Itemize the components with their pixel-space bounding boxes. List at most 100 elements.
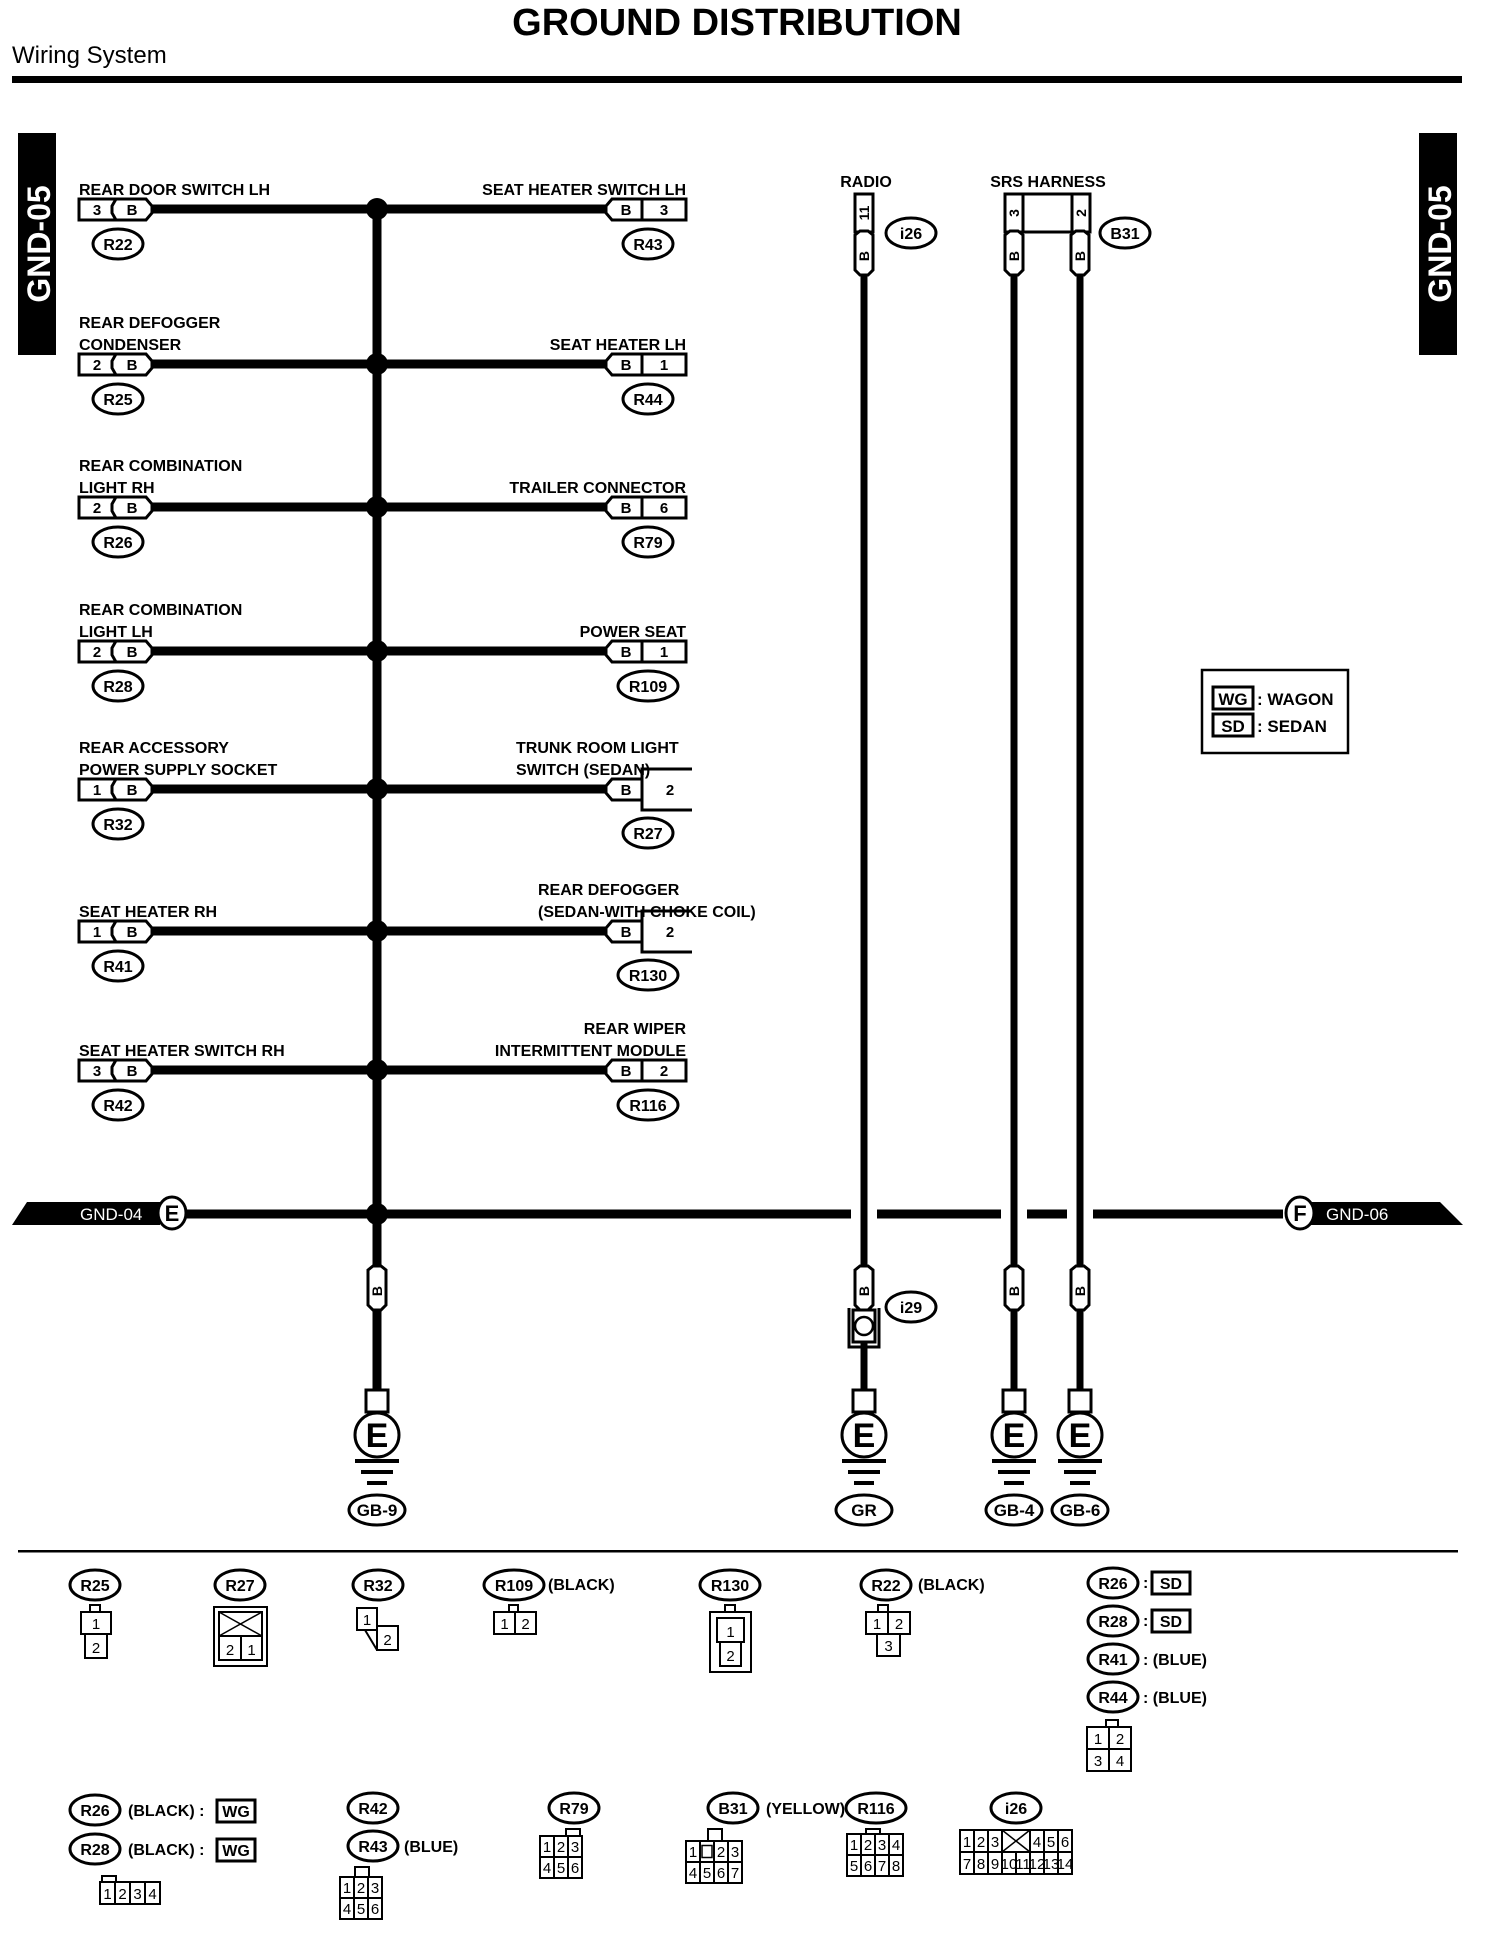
earth-line	[992, 1459, 1036, 1463]
pin-number: 2	[666, 924, 674, 941]
connector-id: R28	[68, 1832, 122, 1866]
pin-number: 5	[1047, 1834, 1055, 1851]
pin-number: 10	[1001, 1856, 1018, 1873]
variant-badge-label: SD	[1160, 1576, 1182, 1593]
component-name: SRS HARNESS	[990, 174, 1106, 191]
connector-id: R79	[547, 1791, 601, 1825]
page-tab-right: GND-05	[1419, 133, 1458, 355]
header-rule	[12, 76, 1462, 83]
pin-number: 2	[717, 1844, 725, 1861]
pin-cell	[367, 1897, 383, 1920]
pin-box	[640, 352, 688, 377]
connector-id: R26	[91, 525, 145, 559]
bus-ref-right: GND-06F	[1284, 1195, 1463, 1231]
connector-id-ellipse	[859, 1568, 913, 1602]
pin-number: 6	[660, 500, 668, 517]
ground-marker-circle	[1056, 1411, 1104, 1459]
pin-number: 3	[571, 1839, 579, 1856]
pin-number: 2	[977, 1834, 985, 1851]
variant-badge-label: WG	[222, 1804, 250, 1821]
svg-text:GND-05: GND-05	[21, 185, 57, 302]
wire-color-box	[1003, 229, 1025, 277]
blank-pin-cross	[218, 1611, 263, 1637]
connector-id-ellipse	[1086, 1566, 1140, 1600]
ground-marker-circle	[840, 1411, 888, 1459]
connector-id-ellipse	[1086, 1642, 1140, 1676]
pin-number: 5	[557, 1860, 565, 1877]
wire-color-label: B	[127, 782, 138, 799]
connector-id: R109	[482, 1568, 546, 1602]
connector-id-ellipse	[621, 525, 675, 559]
pin-number: 3	[93, 202, 101, 219]
component-name: SEAT HEATER SWITCH LH	[482, 182, 686, 199]
pin-number: 1	[343, 1880, 351, 1897]
wire-color-label: B	[1072, 1286, 1088, 1296]
connector-id-ellipse	[621, 227, 675, 261]
connector-id-label: R41	[103, 959, 132, 976]
connector-id-ellipse	[351, 1568, 405, 1602]
pin-cell	[719, 1641, 742, 1667]
wire-color-box	[366, 1264, 388, 1312]
ground-marker-letter: E	[366, 1417, 389, 1455]
pin-number: 1	[247, 1642, 255, 1659]
pin-number: 2	[118, 1886, 126, 1903]
connector-id-label: R25	[80, 1578, 109, 1595]
wire-color-label: B	[856, 1286, 872, 1296]
variant-badge	[215, 1798, 257, 1824]
connector-id: R25	[91, 382, 145, 416]
connector-id: i26	[884, 216, 938, 250]
connector-id: R41	[1086, 1642, 1140, 1676]
wire-color-box	[110, 777, 154, 802]
pin-number: 1	[93, 782, 101, 799]
connector-id-label: B31	[1110, 226, 1139, 243]
connector-id: i29	[884, 1290, 938, 1324]
inline-connector-housing	[847, 1308, 881, 1349]
connector-note: : (BLUE)	[1143, 1652, 1207, 1669]
pin-cell	[888, 1854, 904, 1877]
connector-id-label: R27	[225, 1578, 254, 1595]
pin-cell	[356, 1607, 378, 1631]
ground-terminal	[1067, 1388, 1093, 1414]
connector-id-label: R42	[103, 1098, 132, 1115]
ground-terminal	[851, 1388, 877, 1414]
wire-color-label: B	[621, 202, 632, 219]
connector-id: B31	[1098, 216, 1152, 250]
connector-id: R22	[859, 1568, 913, 1602]
pin-number: 1	[500, 1616, 508, 1633]
connector-note: (BLUE)	[404, 1839, 458, 1856]
earth-line	[848, 1470, 880, 1474]
connector-latch	[707, 1828, 723, 1842]
wire-color-label: B	[621, 357, 632, 374]
pin-number: 7	[731, 1865, 739, 1882]
pin-number: 1	[726, 1624, 734, 1641]
earth-line	[1070, 1481, 1090, 1485]
connector-id-label: R32	[103, 817, 132, 834]
pin-number: 11	[856, 205, 872, 220]
pin-number: 2	[92, 1640, 100, 1657]
pin-box	[640, 767, 692, 812]
pin-number: 2	[383, 1632, 391, 1649]
connector-id: R130	[616, 958, 680, 992]
connector-id-ellipse	[346, 1791, 400, 1825]
component-name: TRUNK ROOM LIGHT	[516, 740, 679, 757]
connector-id-ellipse	[621, 816, 675, 850]
connector-id: R43	[621, 227, 675, 261]
connector-id-ellipse	[706, 1791, 760, 1825]
connector-id-label: R116	[629, 1098, 666, 1115]
pin-number: 2	[521, 1616, 529, 1633]
pin-box	[640, 639, 688, 664]
connector-note: (BLACK)	[918, 1577, 985, 1594]
connector-id: R116	[844, 1791, 908, 1825]
connector-id-ellipse	[68, 1832, 122, 1866]
connector-body	[1003, 192, 1092, 234]
